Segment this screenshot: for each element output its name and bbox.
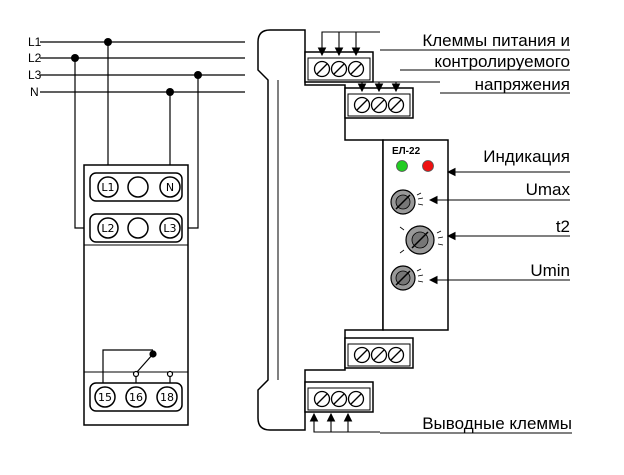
green-led	[396, 160, 408, 172]
terminal-15: 15	[94, 386, 116, 408]
terminal-l2: L2	[97, 217, 119, 239]
line-label-l1: L1	[28, 35, 42, 49]
terminal-n: N	[159, 176, 181, 198]
svg-text:18: 18	[160, 391, 174, 404]
terminal-l3: L3	[159, 217, 181, 239]
callout-arrows	[309, 31, 570, 433]
terminal-16: 16	[125, 386, 147, 408]
line-label-n: N	[30, 85, 39, 99]
terminal-blank-mid	[127, 217, 149, 239]
svg-text:L3: L3	[163, 222, 176, 235]
label-power-terminals-1: Клеммы питания и	[422, 31, 570, 50]
label-output-terminals: Выводные клеммы	[422, 414, 572, 433]
knob-t2[interactable]	[405, 225, 435, 255]
line-label-l3: L3	[28, 68, 42, 82]
knob-umin[interactable]	[390, 265, 416, 291]
label-power-terminals-3: напряжения	[475, 75, 570, 94]
relay-terminal-inner	[344, 337, 414, 369]
label-umin: Umin	[530, 261, 570, 280]
svg-text:15: 15	[98, 391, 112, 404]
power-terminal-top	[304, 51, 374, 83]
red-led	[422, 160, 434, 172]
knob-umax[interactable]	[390, 189, 416, 215]
junction-dots	[71, 38, 202, 96]
svg-text:L1: L1	[101, 181, 114, 194]
terminal-18: 18	[156, 386, 178, 408]
line-label-l2: L2	[28, 51, 42, 65]
knob-scale-ticks	[399, 192, 444, 283]
supply-lines	[40, 41, 245, 93]
label-t2: t2	[556, 217, 570, 236]
label-underlines	[380, 49, 572, 434]
svg-text:L2: L2	[101, 222, 114, 235]
terminal-blank-top	[127, 176, 149, 198]
output-terminal	[304, 381, 374, 413]
side-body-details	[267, 80, 279, 380]
label-indication: Индикация	[483, 147, 570, 166]
terminal-l1: L1	[97, 176, 119, 198]
label-power-terminals-2: контролируемого	[434, 52, 570, 71]
svg-text:16: 16	[129, 391, 143, 404]
relay-contact-symbol	[102, 349, 174, 385]
svg-text:N: N	[166, 181, 174, 194]
power-terminal-mid	[344, 87, 414, 119]
model-label: ЕЛ-22	[392, 146, 421, 157]
label-umax: Umax	[526, 180, 571, 199]
